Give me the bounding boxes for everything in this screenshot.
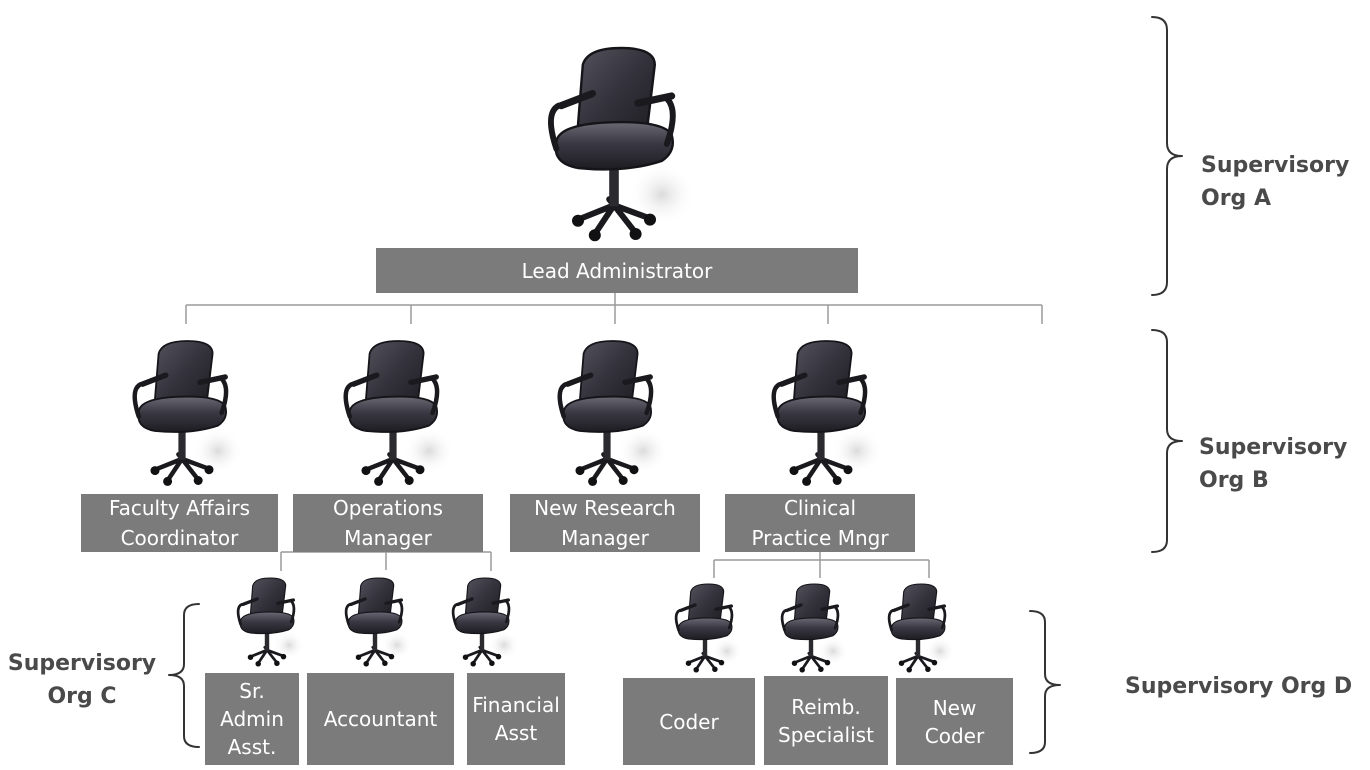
accountant-box: Accountant: [307, 673, 454, 765]
reimb-specialist-box: Reimb. Specialist: [764, 676, 888, 765]
office-chair-icon: [560, 341, 668, 486]
supervisory-org-b-label: Supervisory Org B: [1199, 435, 1348, 493]
org-c-brace: [168, 603, 200, 748]
clinical-practice-mngr-box: Clinical Practice Mngr: [725, 494, 915, 552]
coder-box: Coder: [623, 678, 755, 765]
new-coder-box: New Coder: [896, 678, 1013, 765]
office-chair-icon: [551, 48, 696, 241]
connector-lines: [185, 292, 1043, 578]
office-chair-icon: [674, 582, 745, 675]
office-chair-icon: [780, 582, 851, 675]
office-chair-icon: [135, 341, 243, 486]
org-d-brace: [1029, 610, 1061, 754]
office-chair-icon: [774, 341, 882, 486]
office-chair-icon: [451, 576, 522, 669]
org-b-brace: [1151, 329, 1183, 553]
supervisory-org-a-label: Supervisory Org A: [1201, 153, 1350, 211]
lead-administrator-box: Lead Administrator: [376, 248, 858, 293]
office-chair-icon: [344, 576, 415, 669]
new-research-manager-box: New Research Manager: [510, 494, 700, 552]
faculty-affairs-coordinator-box: Faculty Affairs Coordinator: [81, 494, 278, 552]
sr-admin-asst-box: Sr. Admin Asst.: [205, 673, 299, 765]
office-chair-icon: [236, 576, 307, 669]
financial-asst-box: Financial Asst: [467, 673, 565, 765]
operations-manager-box: Operations Manager: [293, 494, 483, 552]
office-chair-icon: [887, 582, 958, 675]
supervisory-org-c-label: Supervisory Org C: [7, 651, 157, 709]
org-a-brace: [1151, 16, 1183, 296]
supervisory-org-d-label: Supervisory Org D: [1125, 674, 1353, 699]
office-chair-icon: [346, 341, 454, 486]
